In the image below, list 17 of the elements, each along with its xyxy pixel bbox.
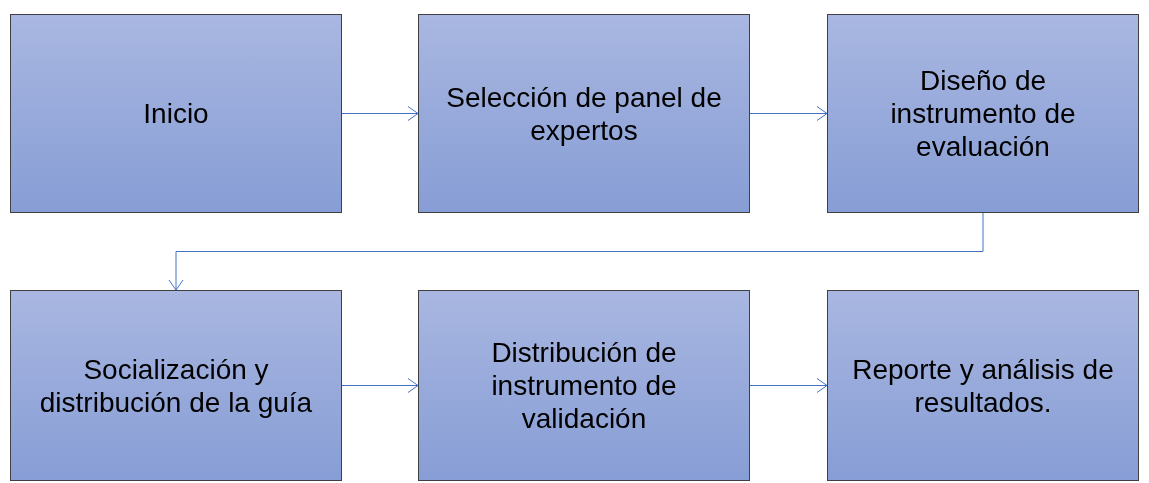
process-box xyxy=(827,14,1139,213)
arrow xyxy=(749,106,828,121)
step-text: Selección de panel de expertos xyxy=(445,80,723,147)
process-box xyxy=(418,14,750,213)
step-text: Distribución de instrumento de validación xyxy=(490,336,678,435)
arrow xyxy=(341,378,419,393)
process-box xyxy=(827,290,1139,481)
step-text: Socialización y distribución de la guía xyxy=(38,352,314,419)
arrow xyxy=(341,106,419,121)
step-text: Inicio xyxy=(143,97,209,130)
process-box xyxy=(10,290,342,481)
process-box xyxy=(418,290,750,481)
step-text: Diseño de instrumento de evaluación xyxy=(889,64,1077,163)
arrow xyxy=(749,378,828,393)
process-box xyxy=(10,14,342,213)
step-text: Reporte y análisis de resultados. xyxy=(851,352,1115,419)
arrow xyxy=(168,212,984,291)
